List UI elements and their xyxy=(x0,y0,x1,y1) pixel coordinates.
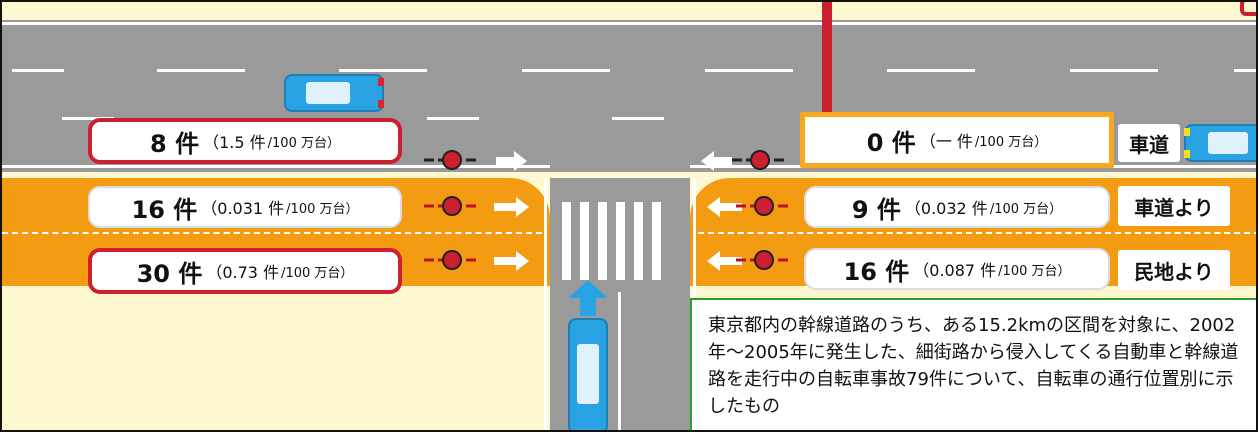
side-label-from-private-land: 民地より xyxy=(1118,250,1230,290)
crosswalk-stripe xyxy=(634,202,643,280)
count: 0 件 xyxy=(866,128,916,157)
arrow-up-icon xyxy=(568,280,608,316)
rate: （0.032 件 xyxy=(904,199,988,218)
count: 8 件 xyxy=(150,129,200,158)
bicycle-icon xyxy=(736,250,792,270)
rate-unit: /100 万台） xyxy=(974,134,1048,150)
side-label-from-roadway: 車道より xyxy=(1118,186,1230,226)
lane-dash xyxy=(705,69,793,72)
arrow-left-icon xyxy=(701,151,732,171)
bicycle-icon xyxy=(732,150,788,170)
label-car-lane-right: 0 件 （一 件 /100 万台） xyxy=(800,112,1114,168)
rate-unit: /100 万台） xyxy=(281,265,354,281)
description-note: 東京都内の幹線道路のうち、ある15.2kmの区間を対象に、2002年～2005年… xyxy=(690,298,1256,430)
label-sidewalk-top-left: 16 件 （0.031 件 /100 万台） xyxy=(88,186,402,228)
rate-unit: /100 万台） xyxy=(267,135,340,151)
bicycle-icon xyxy=(736,196,792,216)
lane-dash xyxy=(522,69,610,72)
road-top-edge xyxy=(2,22,1256,25)
crosswalk-stripe xyxy=(616,202,625,280)
callout-box-edge xyxy=(1240,2,1256,16)
road-bottom-edge xyxy=(2,165,550,168)
rate-unit: /100 万台） xyxy=(998,263,1071,279)
count: 9 件 xyxy=(851,195,901,224)
rate: （0.031 件 xyxy=(201,199,285,218)
side-street-edge-left xyxy=(544,178,547,430)
lane-dash xyxy=(427,117,479,120)
rate: （0.087 件 xyxy=(913,261,997,280)
lane-dash xyxy=(157,69,245,72)
bicycle-icon xyxy=(424,150,480,170)
count: 16 件 xyxy=(131,195,198,224)
bicycle-icon xyxy=(424,196,480,216)
rate-unit: /100 万台） xyxy=(989,201,1063,217)
label-sidewalk-bottom-right: 16 件 （0.087 件 /100 万台） xyxy=(804,248,1110,290)
rate: （一 件 xyxy=(919,132,973,151)
count: 30 件 xyxy=(136,259,203,288)
label-sidewalk-top-right: 9 件 （0.032 件 /100 万台） xyxy=(804,186,1110,228)
bicycle-icon xyxy=(424,250,480,270)
arrow-left-icon xyxy=(707,251,742,271)
arrow-right-icon xyxy=(494,251,529,271)
arrow-right-icon xyxy=(494,197,529,217)
lane-dash xyxy=(887,69,975,72)
label-car-lane-left: 8 件 （1.5 件 /100 万台） xyxy=(88,118,402,164)
car-icon xyxy=(1184,124,1256,162)
side-label-roadway: 車道 xyxy=(1118,124,1180,162)
rate: （1.5 件 xyxy=(203,133,266,152)
arrow-right-icon xyxy=(496,151,527,171)
sidewalk-divider-left xyxy=(2,232,542,234)
lane-dash xyxy=(339,69,427,72)
crosswalk-stripe xyxy=(652,202,661,280)
lane-dash xyxy=(612,117,664,120)
crosswalk-stripe xyxy=(598,202,607,280)
rate-unit: /100 万台） xyxy=(286,201,359,217)
rate: （0.73 件 xyxy=(206,263,280,282)
lane-dash xyxy=(1234,69,1256,72)
lane-dash xyxy=(12,69,64,72)
side-street-center-line xyxy=(618,292,621,430)
pointer-line xyxy=(822,2,832,112)
crosswalk-stripe xyxy=(562,202,571,280)
car-icon xyxy=(568,318,608,430)
lane-dash xyxy=(1070,69,1158,72)
arrow-left-icon xyxy=(707,197,742,217)
lane-dash xyxy=(62,117,114,120)
car-icon xyxy=(284,74,384,112)
sidewalk-divider-right xyxy=(698,232,1256,234)
label-sidewalk-bottom-left: 30 件 （0.73 件 /100 万台） xyxy=(88,248,402,294)
count: 16 件 xyxy=(843,257,910,286)
crosswalk-stripe xyxy=(580,202,589,280)
